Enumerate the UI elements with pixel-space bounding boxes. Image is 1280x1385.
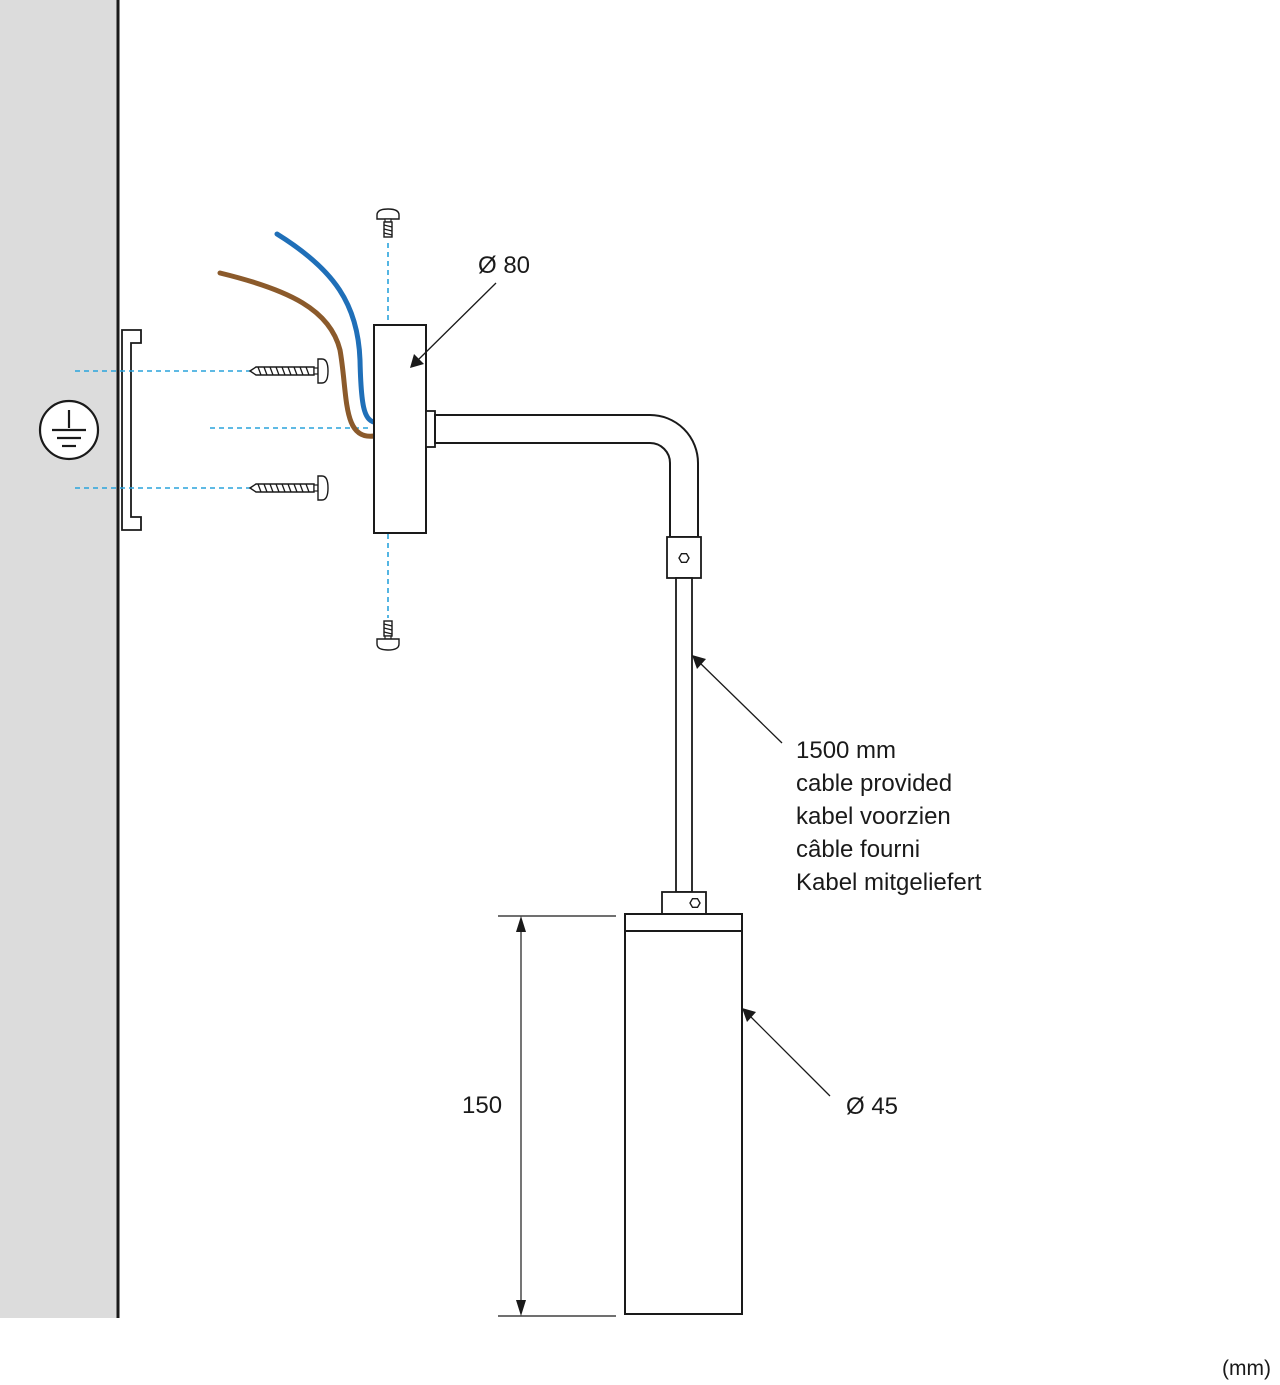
blue-wire: [274, 231, 377, 425]
canopy-screw-bottom: [376, 620, 400, 651]
cable-note-line: 1500 mm: [796, 737, 897, 764]
cable-note: 1500 mm cable provided kabel voorzien câ…: [796, 734, 981, 899]
cable-note-line: cable provided: [796, 770, 953, 797]
wall-screw-lower: [249, 475, 329, 501]
canopy: [373, 324, 427, 534]
wall-screw-upper: [249, 358, 329, 384]
lamp-shade: [624, 913, 743, 1315]
cable-note-line: kabel voorzien: [796, 803, 951, 830]
suspension-cable: [675, 577, 693, 893]
arm-socket: [425, 410, 436, 448]
canopy-screw-top: [376, 208, 400, 238]
cable-note-line: câble fourni: [796, 836, 921, 863]
cable-note-line: Kabel mitgeliefert: [796, 869, 982, 896]
leader-cable-note: [692, 655, 783, 744]
mounting-bracket: [121, 329, 142, 531]
leader-canopy-diameter: [410, 282, 497, 368]
arm-tube: [434, 414, 699, 538]
hex-bolt-icon: [678, 553, 690, 563]
leader-shade-diameter: [742, 1008, 831, 1097]
shade-height-label: 150: [462, 1092, 503, 1119]
height-dimension: [498, 915, 616, 1317]
brown-wire: [217, 270, 377, 439]
earth-ground-icon: [38, 399, 100, 461]
shade-diameter-label: Ø 45: [846, 1093, 899, 1120]
alignment-guides: [75, 243, 389, 618]
wall: [0, 0, 118, 1318]
unit-label: (mm): [1222, 1357, 1271, 1380]
canopy-diameter-label: Ø 80: [478, 252, 531, 279]
hex-bolt-icon: [689, 898, 701, 908]
